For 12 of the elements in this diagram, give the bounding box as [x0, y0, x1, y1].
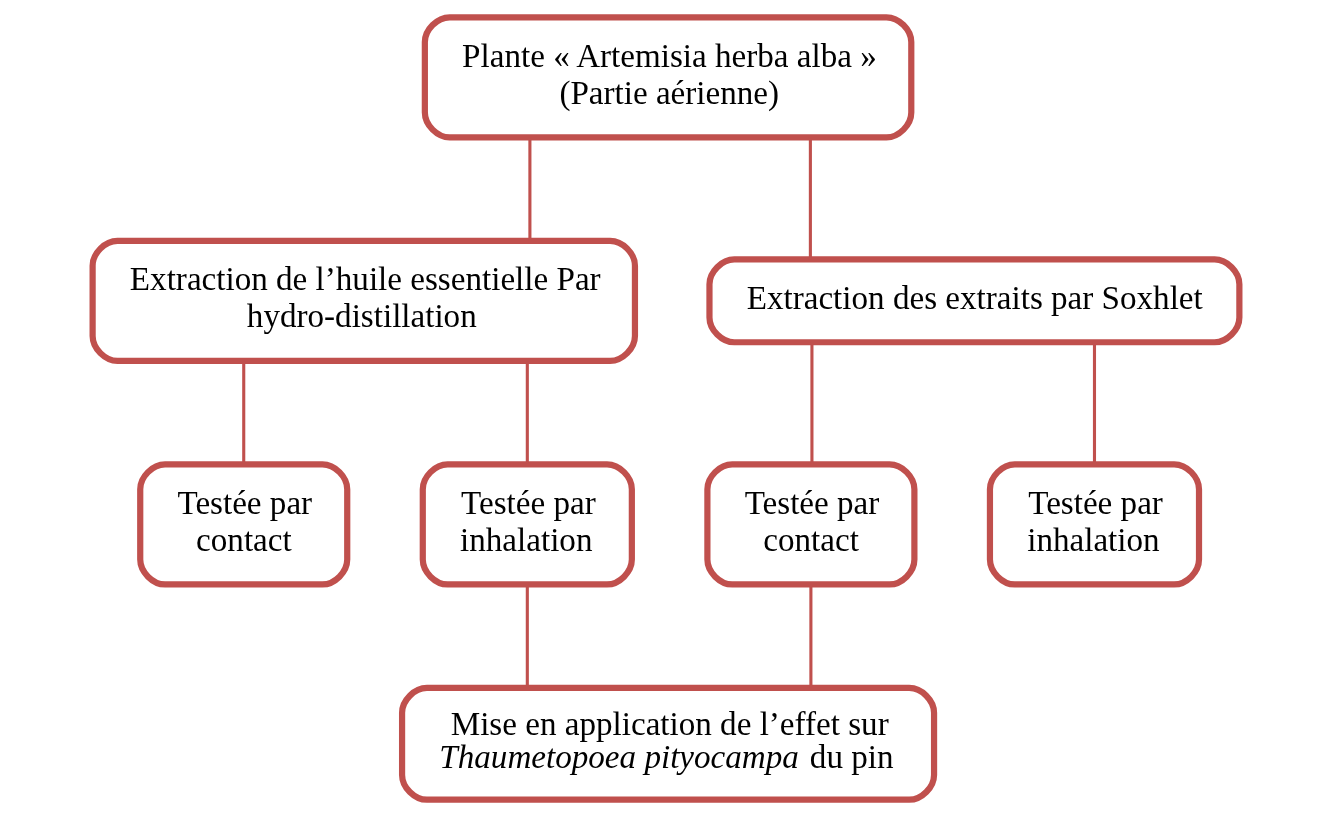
connector: [808, 137, 812, 259]
node-box: Extraction des extraits par Soxhlet: [706, 255, 1243, 345]
node-box: Plante « Artemisia herba alba » (Partie aérienne): [421, 13, 915, 140]
node-box: Testée par contact: [137, 460, 351, 588]
connector: [525, 584, 529, 687]
connector: [528, 137, 532, 240]
node-box: Testée par inhalation: [986, 460, 1203, 588]
node-box: Extraction de l’huile essentielle Par hydro-distillation: [89, 237, 639, 364]
node-box: Testée par contact: [704, 460, 918, 588]
connector: [809, 584, 813, 687]
node-box: Testée par inhalation: [419, 460, 635, 588]
node-box: Mise en application de l’effet sur Thaumetopoea pityocampa du pin: [398, 684, 938, 803]
